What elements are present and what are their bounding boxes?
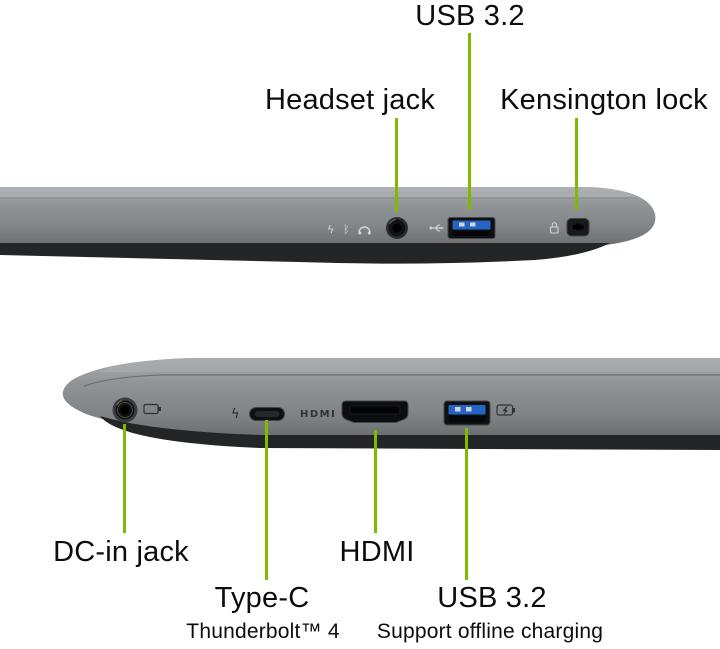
laptop-right-edge-image: ϟ ᛒ xyxy=(0,187,656,264)
dc-in-port-icon xyxy=(112,397,138,423)
laptop-left-edge-image: ϟ HDMI xyxy=(62,358,720,450)
lightning-print-icon: ϟ xyxy=(327,223,334,236)
callout-line-dc-in xyxy=(123,424,126,533)
callout-line-hdmi xyxy=(374,430,377,533)
label-dc-in-jack: DC-in jack xyxy=(53,536,189,568)
label-hdmi: HDMI xyxy=(339,536,415,568)
headset-print-icon xyxy=(358,226,371,233)
label-usb-bottom-sub: Support offline charging xyxy=(376,620,604,643)
label-kensington-lock: Kensington lock xyxy=(500,84,708,116)
battery-print-icon xyxy=(143,403,161,415)
chassis-top-slab xyxy=(0,187,656,264)
label-type-c: Type-C xyxy=(214,582,310,614)
headset-port-icon xyxy=(386,217,408,239)
charging-battery-print-icon xyxy=(496,404,515,416)
callout-line-headset xyxy=(395,118,398,212)
callout-line-usb-bottom xyxy=(465,428,468,580)
usb-a-port-icon xyxy=(447,217,496,239)
usb-ss-print-icon xyxy=(429,224,444,232)
chassis-bottom-slab xyxy=(62,358,720,450)
hdmi-port-icon xyxy=(341,400,409,423)
usb-a-port-icon xyxy=(443,400,491,426)
lock-print-icon xyxy=(549,222,559,234)
usb-c-port-icon xyxy=(249,407,285,421)
hdmi-print-label: HDMI xyxy=(300,409,336,420)
bluetooth-print-icon: ᛒ xyxy=(343,223,350,236)
label-type-c-sub: Thunderbolt™ 4 xyxy=(186,620,340,643)
label-usb-top: USB 3.2 xyxy=(415,0,525,32)
label-usb-bottom: USB 3.2 xyxy=(437,582,547,614)
callout-line-usb-top xyxy=(468,33,471,210)
chassis-print-indicators: ϟ ᛒ xyxy=(327,223,371,236)
kensington-slot-icon xyxy=(566,218,590,237)
callout-line-kensington xyxy=(575,118,578,210)
lightning-print-icon: ϟ xyxy=(231,407,240,422)
label-headset-jack: Headset jack xyxy=(264,84,436,116)
callout-line-type-c xyxy=(265,420,268,580)
